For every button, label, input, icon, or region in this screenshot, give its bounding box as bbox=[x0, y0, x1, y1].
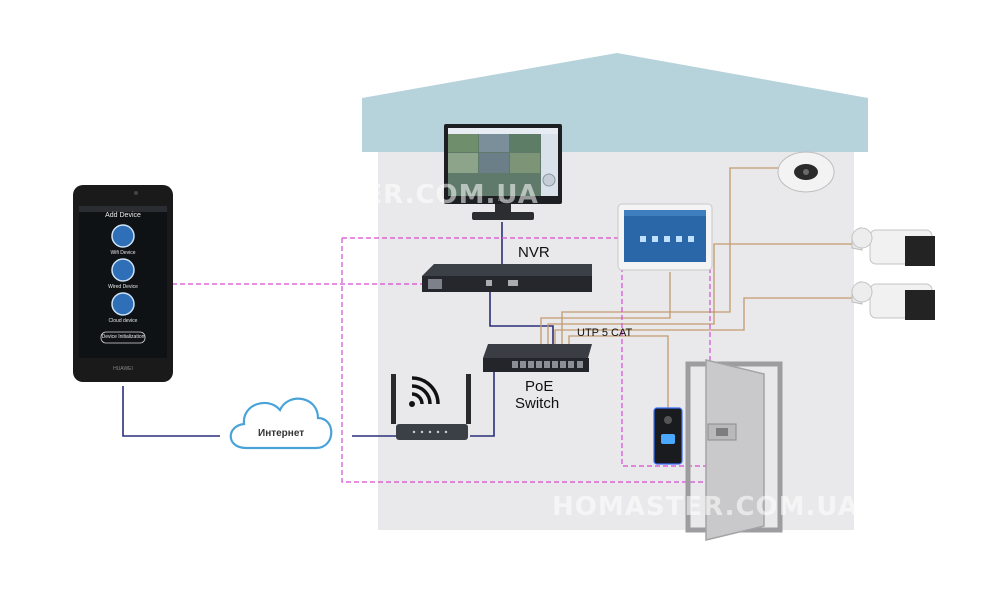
watermark-top: HOMASTER.COM.UA bbox=[232, 180, 539, 210]
ethernet-cables bbox=[122, 222, 554, 437]
house-body bbox=[378, 152, 854, 530]
bullet-camera-1 bbox=[851, 226, 935, 266]
phone-icon-cloud bbox=[111, 292, 135, 316]
utp-cables bbox=[540, 167, 852, 412]
cloud-shape bbox=[229, 397, 333, 450]
cable-switch-router bbox=[470, 372, 495, 437]
label-cloud: Интернет bbox=[258, 428, 305, 439]
phone-icon-wifi bbox=[111, 224, 135, 248]
smartphone bbox=[73, 185, 173, 382]
phone-item-wired[interactable]: Wired Device bbox=[108, 284, 138, 290]
label-poe: PoE bbox=[525, 378, 554, 395]
phone-brand: HUAWEI bbox=[113, 366, 133, 372]
door-call-panel bbox=[653, 407, 683, 465]
phone-init-button[interactable]: Device Initialization bbox=[101, 334, 145, 340]
house-roof bbox=[362, 53, 868, 152]
phone-init-button-shape bbox=[100, 331, 146, 344]
wifi-signal-icon bbox=[409, 376, 440, 407]
monitor-brand: DELL bbox=[497, 197, 508, 202]
phone-item-cloud[interactable]: Cloud device bbox=[108, 318, 138, 324]
nvr-device bbox=[422, 264, 592, 292]
phone-item-wifi[interactable]: Wifi Device bbox=[110, 250, 136, 256]
phone-icon-wired bbox=[111, 258, 135, 282]
poe-switch bbox=[483, 344, 592, 372]
door bbox=[685, 359, 783, 541]
phone-screen-title: Add Device bbox=[105, 212, 141, 219]
router bbox=[391, 374, 471, 440]
watermark-bottom: HOMASTER.COM.UA bbox=[552, 492, 859, 522]
cable-nvr-switch bbox=[489, 290, 554, 344]
label-utp-cable: UTP 5 CAT bbox=[577, 327, 633, 339]
label-nvr: NVR bbox=[518, 244, 550, 261]
label-switch: Switch bbox=[515, 395, 560, 412]
dome-camera bbox=[777, 151, 835, 193]
intercom-monitor bbox=[617, 203, 713, 271]
cable-phone-cloud bbox=[122, 386, 220, 437]
monitor bbox=[444, 124, 562, 220]
bullet-camera-2 bbox=[851, 280, 935, 320]
